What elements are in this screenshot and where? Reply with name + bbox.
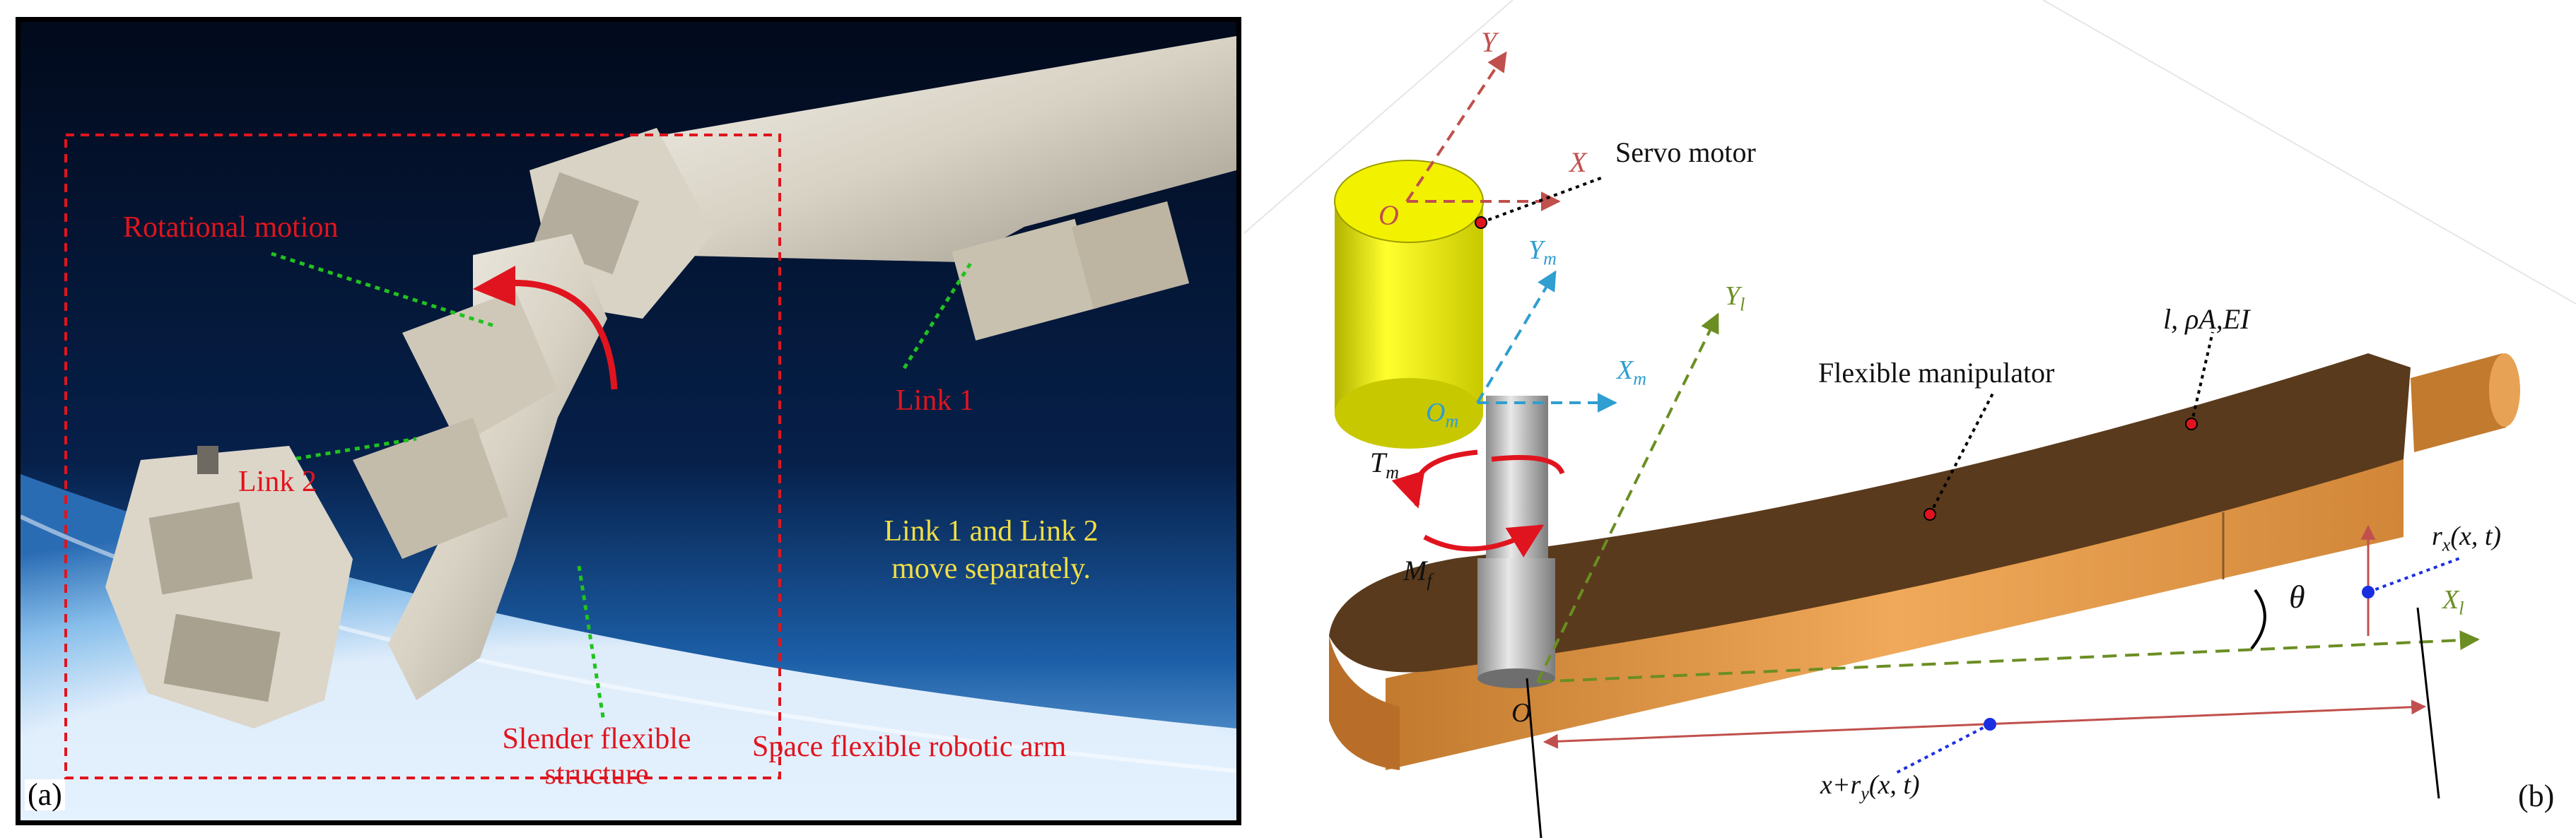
theta-arc [2250,589,2266,650]
parameters-label: l, ρA,EI [2163,303,2250,335]
x-plus-ry-subscript: y [1861,783,1869,804]
separate-motion-note: Link 1 and Link 2 move separately. [839,513,1143,587]
axis-Xm-letter: X [1617,355,1634,385]
note-line-1: Link 1 and Link 2 [884,515,1099,548]
origin-Om-label: Om [1426,399,1458,431]
torque-subscript: m [1386,462,1400,483]
slender-line-2: structure [544,758,649,791]
rx-label: rx(x, t) [2432,523,2501,555]
axis-Xm-subscript: m [1633,368,1646,389]
base-reference-line [1526,678,1542,838]
motor-shaft [1486,396,1548,579]
axis-Ym-letter: Y [1528,235,1544,265]
rotation-arrowhead [473,266,515,306]
panel-a-photo: Rotational motion Link 1 Link 2 Link 1 a… [16,17,1241,825]
space-arm-caption: Space flexible robotic arm [752,731,1067,763]
link2-label: Link 2 [238,466,317,498]
axis-Xl-label: Xl [2442,586,2464,618]
torque-arrow [1391,449,1478,509]
axis-Yl [1536,312,1719,683]
axis-X-label: X [1569,146,1587,178]
slender-line-1: Slender flexible [502,723,691,755]
axis-Yl-subscript: l [1740,294,1745,315]
leader-servo [1480,175,1605,224]
note-line-2: move separately. [891,552,1091,585]
axis-Y-label: Y [1481,26,1497,58]
manipulator-model-diagram [1244,0,2576,838]
slender-structure-label: Slender flexible structure [459,721,734,793]
beam-top-face [1329,353,2411,673]
axis-Xl-subscript: l [2459,598,2464,619]
moment-subscript: f [1427,570,1432,591]
origin-O-label: O [1378,199,1399,231]
x-plus-ry-prefix: x+r [1820,770,1861,800]
x-plus-ry-args: (x, t) [1868,770,1920,800]
tip-reference-line [2416,607,2440,799]
flexible-manipulator-label: Flexible manipulator [1818,357,2055,389]
rx-args: (x, t) [2450,521,2502,551]
beam-side-face [1386,459,2404,770]
space-arm-illustration [21,22,1236,820]
origin-Om-letter: O [1426,398,1446,427]
leader-link1 [902,261,973,370]
leader-slender [577,565,606,722]
torque-label: Tm [1370,449,1399,482]
axis-Ym [1476,270,1557,404]
origin-O-bottom-label: O [1511,698,1531,728]
axis-Xl-letter: X [2442,585,2459,615]
link1-boom [621,36,1236,262]
panel-a-label: (a) [25,779,65,810]
axis-Y-global [1405,51,1507,203]
moment-letter: M [1403,555,1427,586]
leader-params [2190,331,2214,425]
rotational-motion-label: Rotational motion [123,211,339,244]
flexible-arm-highlight-box [64,134,781,779]
x-plus-ry-label: x+ry(x, t) [1820,772,1920,803]
axis-Ym-label: Ym [1528,237,1557,268]
friction-moment-arrow [1423,524,1545,557]
axis-Yl-letter: Y [1725,281,1740,311]
panel-b-model: Servo motor Flexible manipulator l, ρA,E… [1244,0,2576,838]
rotation-arc [500,279,618,390]
moment-label: Mf [1403,557,1432,590]
panel-b-label: (b) [2518,779,2555,813]
servo-motor-label: Servo motor [1615,136,1756,168]
theta-label: θ [2289,579,2305,615]
axis-Ym-subscript: m [1543,248,1557,269]
link2-boom [388,234,607,700]
rx-letter: r [2432,521,2442,551]
rx-subscript: x [2442,534,2451,555]
torque-letter: T [1370,447,1386,478]
axis-Yl-label: Yl [1725,283,1745,314]
axis-Xm-label: Xm [1617,357,1646,389]
leader-link2 [295,437,417,461]
origin-Om-subscript: m [1445,411,1459,432]
link1-label: Link 1 [896,384,974,417]
